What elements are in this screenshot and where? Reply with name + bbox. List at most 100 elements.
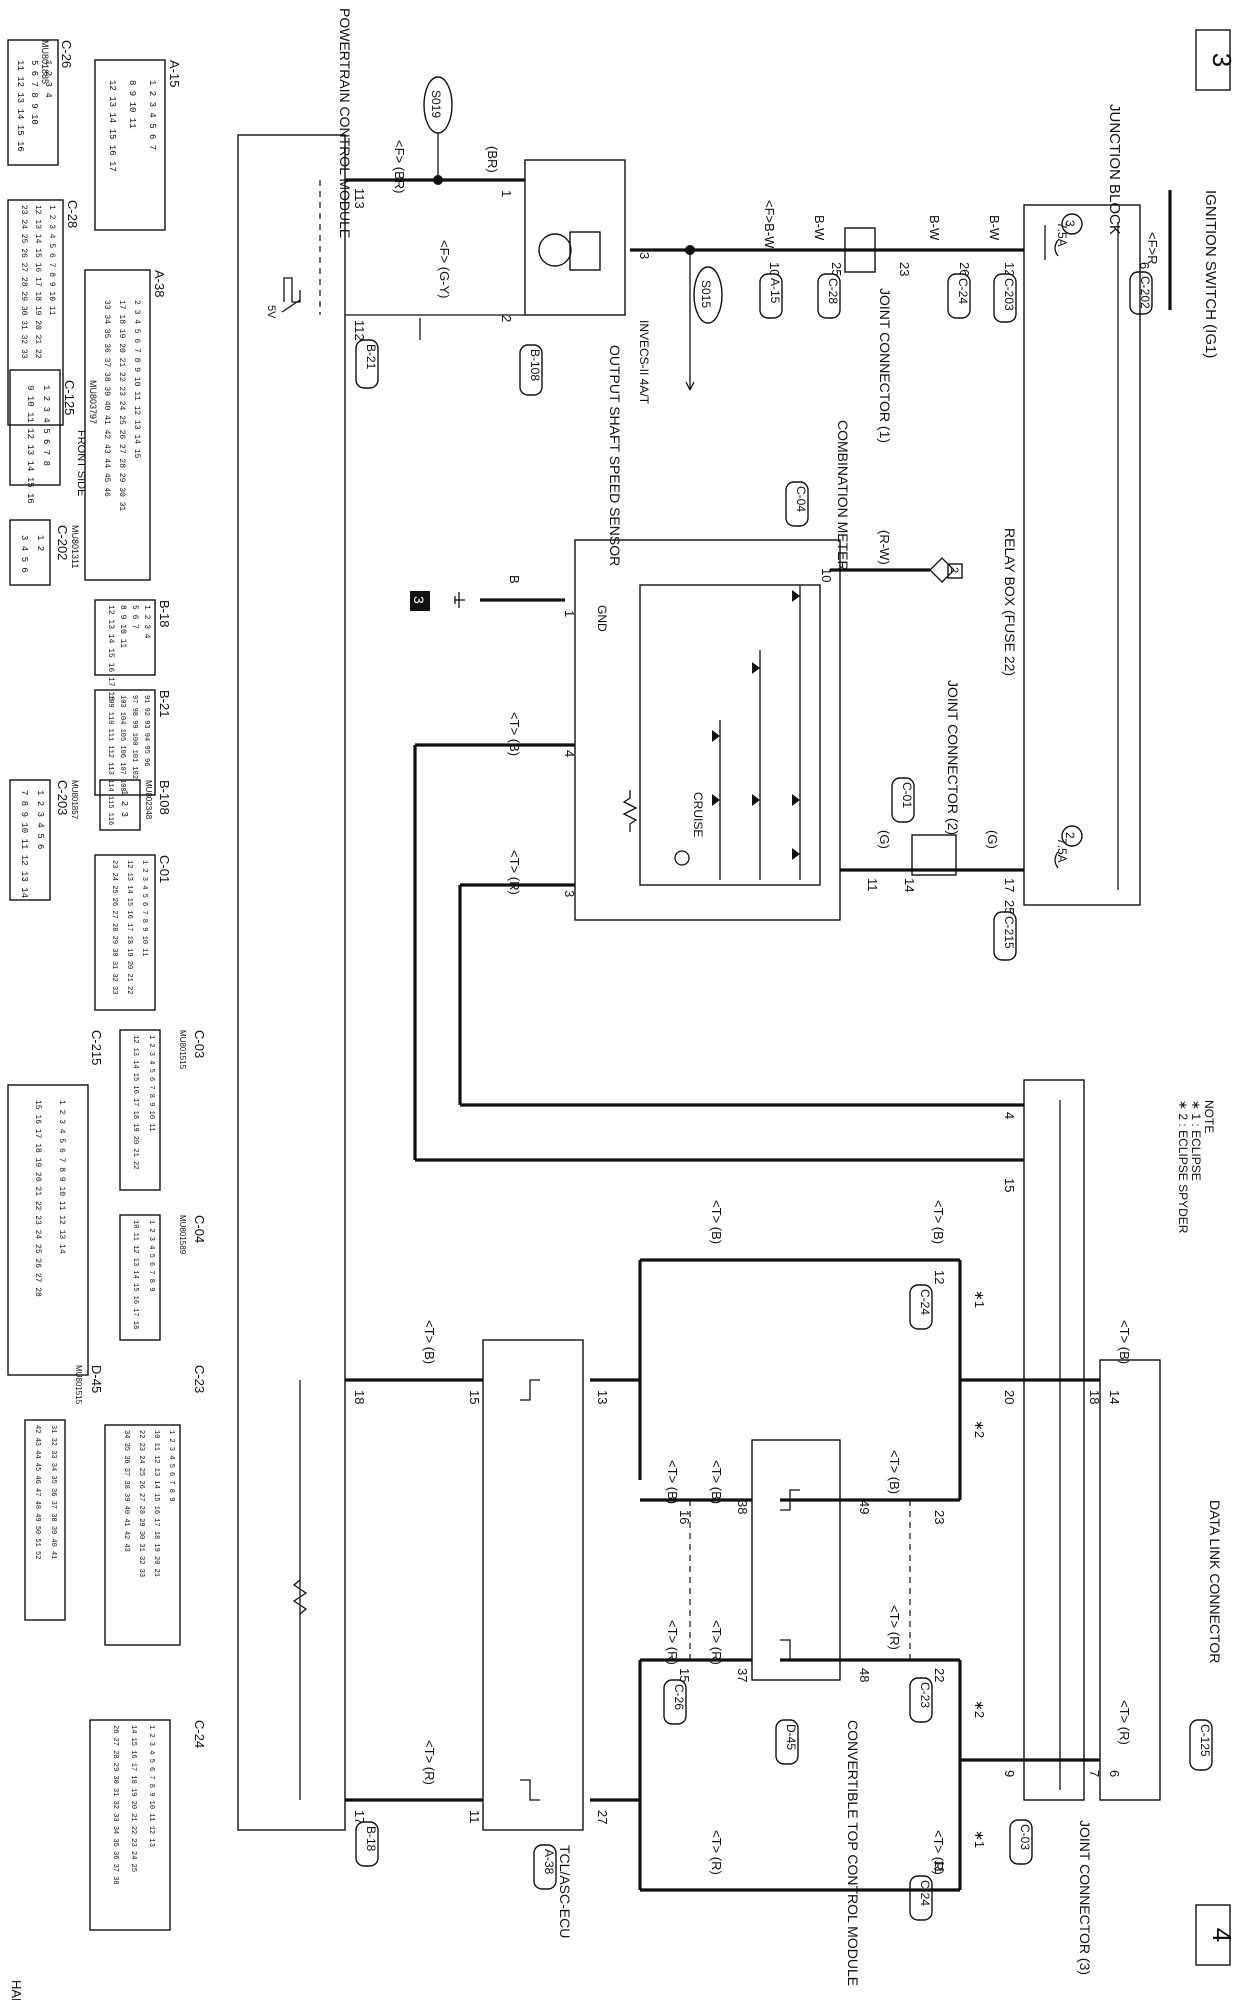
svg-text:1 2 3 4 5 6 7 8 9 10 11 12 13: 1 2 3 4 5 6 7 8 9 10 11 12 13 — [147, 1725, 155, 1847]
svg-text:9: 9 — [1002, 1770, 1017, 1777]
svg-text:JOINT CONNECTOR (1): JOINT CONNECTOR (1) — [877, 288, 893, 443]
svg-text:3 4 5 6: 3 4 5 6 — [19, 535, 29, 573]
convertible-top-control-module — [751, 1439, 841, 1681]
svg-text:12 13 14 15 16 17 18 19 20 21: 12 13 14 15 16 17 18 19 20 21 22 — [33, 205, 42, 359]
svg-text:NOTE: NOTE — [1202, 1100, 1216, 1133]
svg-text:C-28: C-28 — [826, 278, 840, 304]
svg-text:22: 22 — [932, 1668, 947, 1682]
svg-text:<F> (BR): <F> (BR) — [392, 140, 407, 193]
svg-text:10: 10 — [819, 568, 834, 582]
svg-text:3: 3 — [637, 252, 652, 259]
svg-text:17 18 19 20 21 22 23 24 25 26: 17 18 19 20 21 22 23 24 25 26 27 28 29 3… — [117, 300, 126, 511]
svg-text:A-38: A-38 — [542, 1849, 556, 1875]
svg-text:11: 11 — [467, 1810, 482, 1824]
svg-text:C-28: C-28 — [65, 200, 80, 228]
svg-text:1 2 3 4 5 6 7 8 9 10 11: 1 2 3 4 5 6 7 8 9 10 11 — [140, 860, 148, 957]
svg-text:17: 17 — [352, 1810, 367, 1824]
svg-text:<F>R: <F>R — [1145, 232, 1160, 265]
svg-text:7: 7 — [1087, 1770, 1102, 1777]
svg-text:1 2 3 4 5 6 7 8 9 10 11 12 13: 1 2 3 4 5 6 7 8 9 10 11 12 13 14 — [57, 1100, 66, 1254]
svg-text:B-W: B-W — [927, 215, 942, 241]
page-marker-right: 4 — [1195, 1904, 1237, 1966]
svg-text:INVECS-II 4A/T: INVECS-II 4A/T — [637, 320, 651, 405]
svg-text:<T> (B): <T> (B) — [709, 1460, 724, 1504]
joint-connector-1 — [844, 227, 876, 273]
svg-text:<T> (R): <T> (R) — [709, 1830, 724, 1875]
svg-text:5 6 7 8 9 10: 5 6 7 8 9 10 — [29, 60, 39, 125]
svg-text:C-202: C-202 — [55, 525, 70, 560]
svg-text:4: 4 — [562, 750, 577, 757]
svg-text:16: 16 — [677, 1510, 692, 1524]
joint-connector-3 — [1023, 1079, 1085, 1801]
svg-text:25: 25 — [1002, 900, 1017, 914]
svg-text:6: 6 — [1107, 1770, 1122, 1777]
svg-text:14 15 16 17 18 19 20 21 22 23: 14 15 16 17 18 19 20 21 22 23 24 25 — [129, 1725, 137, 1872]
svg-text:113: 113 — [352, 188, 367, 209]
svg-text:<F> (G-Y): <F> (G-Y) — [437, 240, 452, 299]
svg-text:1: 1 — [562, 610, 577, 617]
svg-text:<T> (R): <T> (R) — [931, 1830, 946, 1875]
svg-text:<T> (B): <T> (B) — [507, 712, 522, 756]
svg-text:12 13 14 15 16 17: 12 13 14 15 16 17 — [107, 80, 117, 172]
svg-text:<T> (B): <T> (B) — [931, 1200, 946, 1244]
svg-text:B-21: B-21 — [157, 690, 172, 717]
svg-text:15: 15 — [677, 1668, 692, 1682]
svg-text:MU801311: MU801311 — [70, 525, 80, 568]
relay-box-label: RELAY BOX (FUSE 22) — [1002, 528, 1018, 676]
svg-text:<T> (R): <T> (R) — [422, 1740, 437, 1785]
svg-text:1 2 3 4 5 6 7: 1 2 3 4 5 6 7 — [147, 80, 157, 150]
svg-text:17: 17 — [1002, 878, 1017, 892]
connector-legend: C-26 MU801885 1 2 3 4 5 6 7 8 9 10 11 12… — [7, 39, 207, 1931]
svg-text:7.5A: 7.5A — [1055, 838, 1069, 863]
svg-text:C-215: C-215 — [1002, 916, 1016, 949]
svg-text:C-203: C-203 — [55, 780, 70, 815]
svg-text:5 6 7: 5 6 7 — [130, 605, 139, 629]
svg-text:27: 27 — [595, 1810, 610, 1824]
svg-text:<T> (R): <T> (R) — [507, 850, 522, 895]
svg-text:12: 12 — [932, 1270, 947, 1284]
svg-text:MU801589: MU801589 — [178, 1215, 187, 1255]
svg-text:22 23 24 25 26 27 28 29 30 31: 22 23 24 25 26 27 28 29 30 31 32 33 — [137, 1430, 145, 1577]
svg-text:15: 15 — [1002, 1178, 1017, 1192]
svg-text:∗1: ∗1 — [972, 1830, 987, 1848]
svg-text:MU801885: MU801885 — [40, 40, 50, 84]
svg-text:<T> (R): <T> (R) — [887, 1605, 902, 1650]
svg-text:C-24: C-24 — [956, 278, 970, 304]
svg-text:112: 112 — [352, 320, 367, 341]
svg-text:D-45: D-45 — [89, 1365, 104, 1393]
pcm-label: POWERTRAIN CONTROL MODULE — [337, 8, 353, 238]
splice-s019: S019 — [423, 76, 453, 134]
combination-meter-box — [574, 539, 841, 921]
svg-text:23 24 25 26 27 28 29 30 31 32: 23 24 25 26 27 28 29 30 31 32 33 — [110, 860, 118, 994]
svg-text:<T> (B): <T> (B) — [665, 1460, 680, 1504]
svg-text:MU801857: MU801857 — [70, 780, 79, 820]
svg-text:23 24 25 26 27 28 29 30 31 32: 23 24 25 26 27 28 29 30 31 32 33 — [19, 205, 28, 359]
svg-text:91 92 93 94 95 96: 91 92 93 94 95 96 — [142, 695, 150, 766]
svg-text:23: 23 — [897, 262, 912, 276]
svg-text:2: 2 — [499, 315, 514, 322]
svg-text:C-26: C-26 — [59, 40, 74, 68]
svg-text:OUTPUT SHAFT SPEED SENSOR: OUTPUT SHAFT SPEED SENSOR — [607, 345, 623, 566]
splice-s015: S015 — [693, 266, 723, 324]
svg-text:37: 37 — [735, 1668, 750, 1682]
svg-text:C-04: C-04 — [192, 1215, 207, 1243]
output-shaft-speed-sensor — [524, 159, 626, 316]
svg-text:C-125: C-125 — [62, 380, 77, 415]
svg-text:1 2: 1 2 — [35, 535, 45, 551]
svg-text:B-18: B-18 — [364, 1826, 378, 1852]
svg-text:(G): (G) — [985, 830, 1000, 849]
svg-text:C-202: C-202 — [1138, 276, 1152, 309]
svg-text:8 9 10 11: 8 9 10 11 — [118, 605, 127, 648]
svg-text:B: B — [507, 575, 522, 584]
svg-text:18: 18 — [1087, 1390, 1102, 1404]
svg-text:∗ 1 : ECLIPSE: ∗ 1 : ECLIPSE — [1189, 1100, 1203, 1181]
svg-text:1 2 3: 1 2 3 — [119, 790, 129, 817]
svg-text:49: 49 — [857, 1500, 872, 1514]
svg-text:11: 11 — [865, 878, 880, 892]
svg-text:11 12 13 14 15 16: 11 12 13 14 15 16 — [15, 60, 25, 152]
svg-text:1 2 3 4 5 6 7 8 9 10 11: 1 2 3 4 5 6 7 8 9 10 11 — [147, 1035, 155, 1132]
svg-text:9 10 11 12 13 14 15 16: 9 10 11 12 13 14 15 16 — [25, 385, 35, 504]
footer-code: HAP15M02BC — [9, 1980, 24, 2000]
svg-text:14: 14 — [902, 878, 917, 892]
svg-text:JOINT CONNECTOR (3): JOINT CONNECTOR (3) — [1077, 1820, 1093, 1975]
